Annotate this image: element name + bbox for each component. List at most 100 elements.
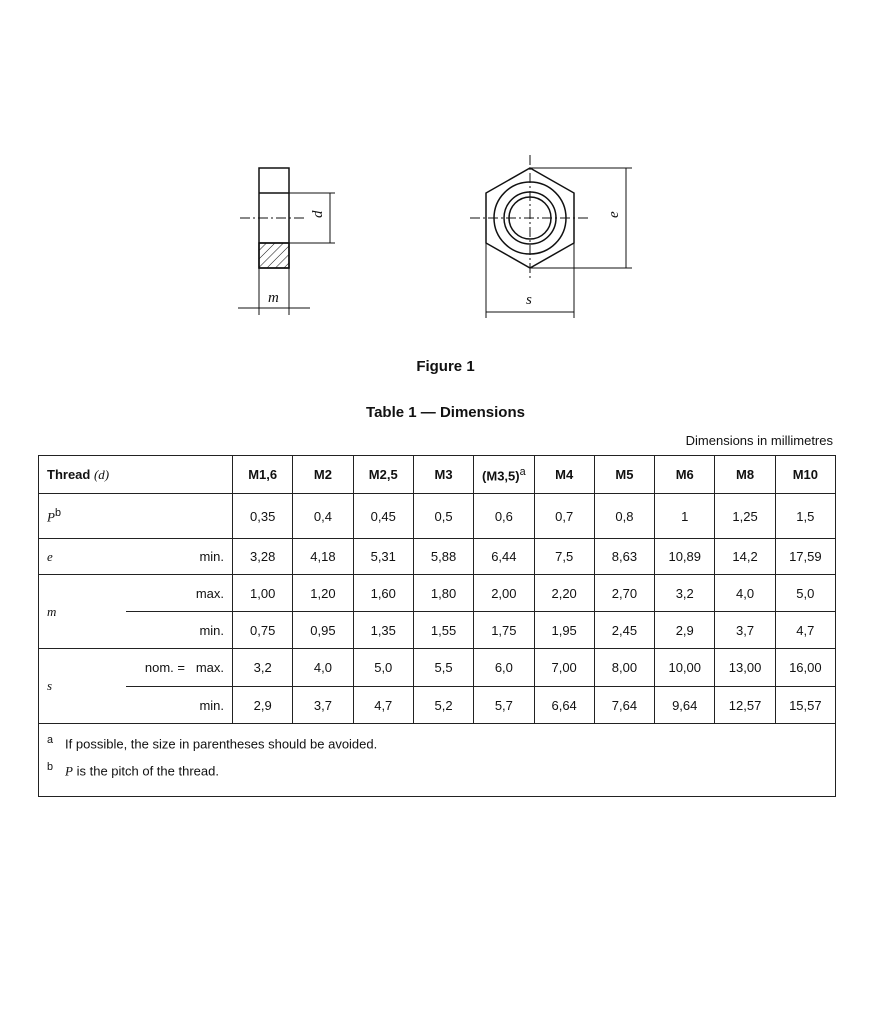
table-cell: 3,28	[232, 538, 294, 575]
footnotes-row: a If possible, the size in parentheses sh…	[38, 723, 836, 797]
table-cell: 9,64	[654, 686, 716, 724]
col-header: M5	[593, 455, 656, 494]
table-cell: 2,45	[593, 611, 656, 649]
table-cell: 1	[654, 493, 716, 539]
table-cell: 5,0	[774, 574, 837, 612]
footnote-symbol: P	[65, 763, 73, 779]
table-cell: 1,55	[412, 611, 475, 649]
table-cell: 2,9	[654, 611, 716, 649]
table-cell: 3,2	[654, 574, 716, 612]
table-cell: 7,5	[533, 538, 595, 575]
row-qualifier: max.	[195, 660, 225, 675]
units-note: Dimensions in millimetres	[685, 433, 833, 448]
table-cell: 7,64	[593, 686, 656, 724]
table-cell: 2,9	[232, 686, 294, 724]
table-title: Table 1 — Dimensions	[366, 404, 525, 421]
table-cell: 3,7	[714, 611, 776, 649]
table-cell: 0,8	[593, 493, 656, 539]
table-cell: 1,00	[232, 574, 294, 612]
table-cell: 10,00	[654, 648, 716, 687]
header-row: Thread (d) M1,6 M2 M2,5 M3 (M3,5)a M4 M5…	[37, 455, 837, 494]
col-header-text: (M3,5)	[482, 468, 520, 484]
table-cell: 8,63	[593, 538, 656, 575]
table-cell: 0,5	[412, 493, 475, 539]
col-header: M6	[654, 455, 716, 494]
footnote-mark: a	[47, 734, 54, 746]
table-cell: 1,25	[714, 493, 776, 539]
table-cell: 7,00	[533, 648, 595, 687]
col-header: M2,5	[352, 455, 414, 494]
table-cell: 2,20	[533, 574, 595, 612]
row-qualifier: min.	[125, 686, 234, 724]
table-cell: 1,35	[352, 611, 414, 649]
table-cell: 5,2	[412, 686, 475, 724]
table-cell: 5,0	[352, 648, 414, 687]
table-cell: 0,35	[232, 493, 294, 539]
table-cell: 3,7	[292, 686, 354, 724]
table-cell: 1,60	[352, 574, 414, 612]
col-header: M4	[533, 455, 595, 494]
table-cell: 2,70	[593, 574, 656, 612]
side-view	[238, 167, 335, 315]
s-label: s	[526, 292, 532, 308]
footnote-text: If possible, the size in parentheses sho…	[65, 736, 378, 752]
table-cell: 17,59	[774, 538, 837, 575]
table-cell: 5,7	[473, 686, 535, 724]
col-header: M1,6	[232, 455, 294, 494]
m-label: m	[268, 290, 279, 306]
table-cell: 15,57	[774, 686, 837, 724]
col-header: M8	[714, 455, 776, 494]
footnote-mark: a	[519, 465, 526, 478]
table-cell: 5,88	[412, 538, 475, 575]
table-cell: 10,89	[654, 538, 716, 575]
table-cell: 2,00	[473, 574, 535, 612]
table-cell: 3,2	[232, 648, 294, 687]
table-cell: 0,6	[473, 493, 535, 539]
e-label: e	[606, 211, 622, 218]
table-cell: 13,00	[714, 648, 776, 687]
footnote-text: is the pitch of the thread.	[72, 763, 219, 779]
thread-label: Thread	[47, 466, 91, 482]
footnote-mark: b	[47, 761, 54, 774]
table-cell: 14,2	[714, 538, 776, 575]
nominal-label: nom. =	[144, 660, 185, 675]
table-cell: 0,7	[533, 493, 595, 539]
table-cell: 6,64	[533, 686, 595, 724]
row-symbol: s	[38, 648, 126, 724]
dimensions-table: Thread (d) M1,6 M2 M2,5 M3 (M3,5)a M4 M5…	[37, 455, 837, 797]
table-cell: 1,20	[292, 574, 354, 612]
hex-nut-drawing: d m e s	[238, 155, 632, 318]
table-cell: 12,57	[714, 686, 776, 724]
table-cell: 1,80	[412, 574, 475, 612]
table-cell: 4,7	[352, 686, 414, 724]
col-header: M10	[774, 455, 837, 494]
table-cell: 1,5	[774, 493, 837, 539]
table-cell: 0,45	[352, 493, 414, 539]
table-cell: 4,0	[714, 574, 776, 612]
table-cell: 4,0	[292, 648, 354, 687]
footnote-a: a If possible, the size in parentheses sh…	[47, 734, 827, 751]
table-cell: 5,31	[352, 538, 414, 575]
table-cell: 5,5	[412, 648, 475, 687]
row-symbol: P	[47, 509, 55, 525]
col-header: M2	[292, 455, 354, 494]
thread-symbol: (d)	[93, 466, 110, 482]
table-cell: 6,44	[473, 538, 535, 575]
row-symbol: m	[38, 574, 126, 649]
table-cell: 16,00	[774, 648, 837, 687]
figure-caption: Figure 1	[416, 358, 475, 375]
top-view	[470, 155, 632, 318]
table-cell: 4,18	[292, 538, 354, 575]
table-cell: 8,00	[593, 648, 656, 687]
col-header: (M3,5)a	[473, 455, 535, 494]
d-label: d	[310, 210, 326, 218]
row-qualifier: min.	[125, 538, 234, 575]
